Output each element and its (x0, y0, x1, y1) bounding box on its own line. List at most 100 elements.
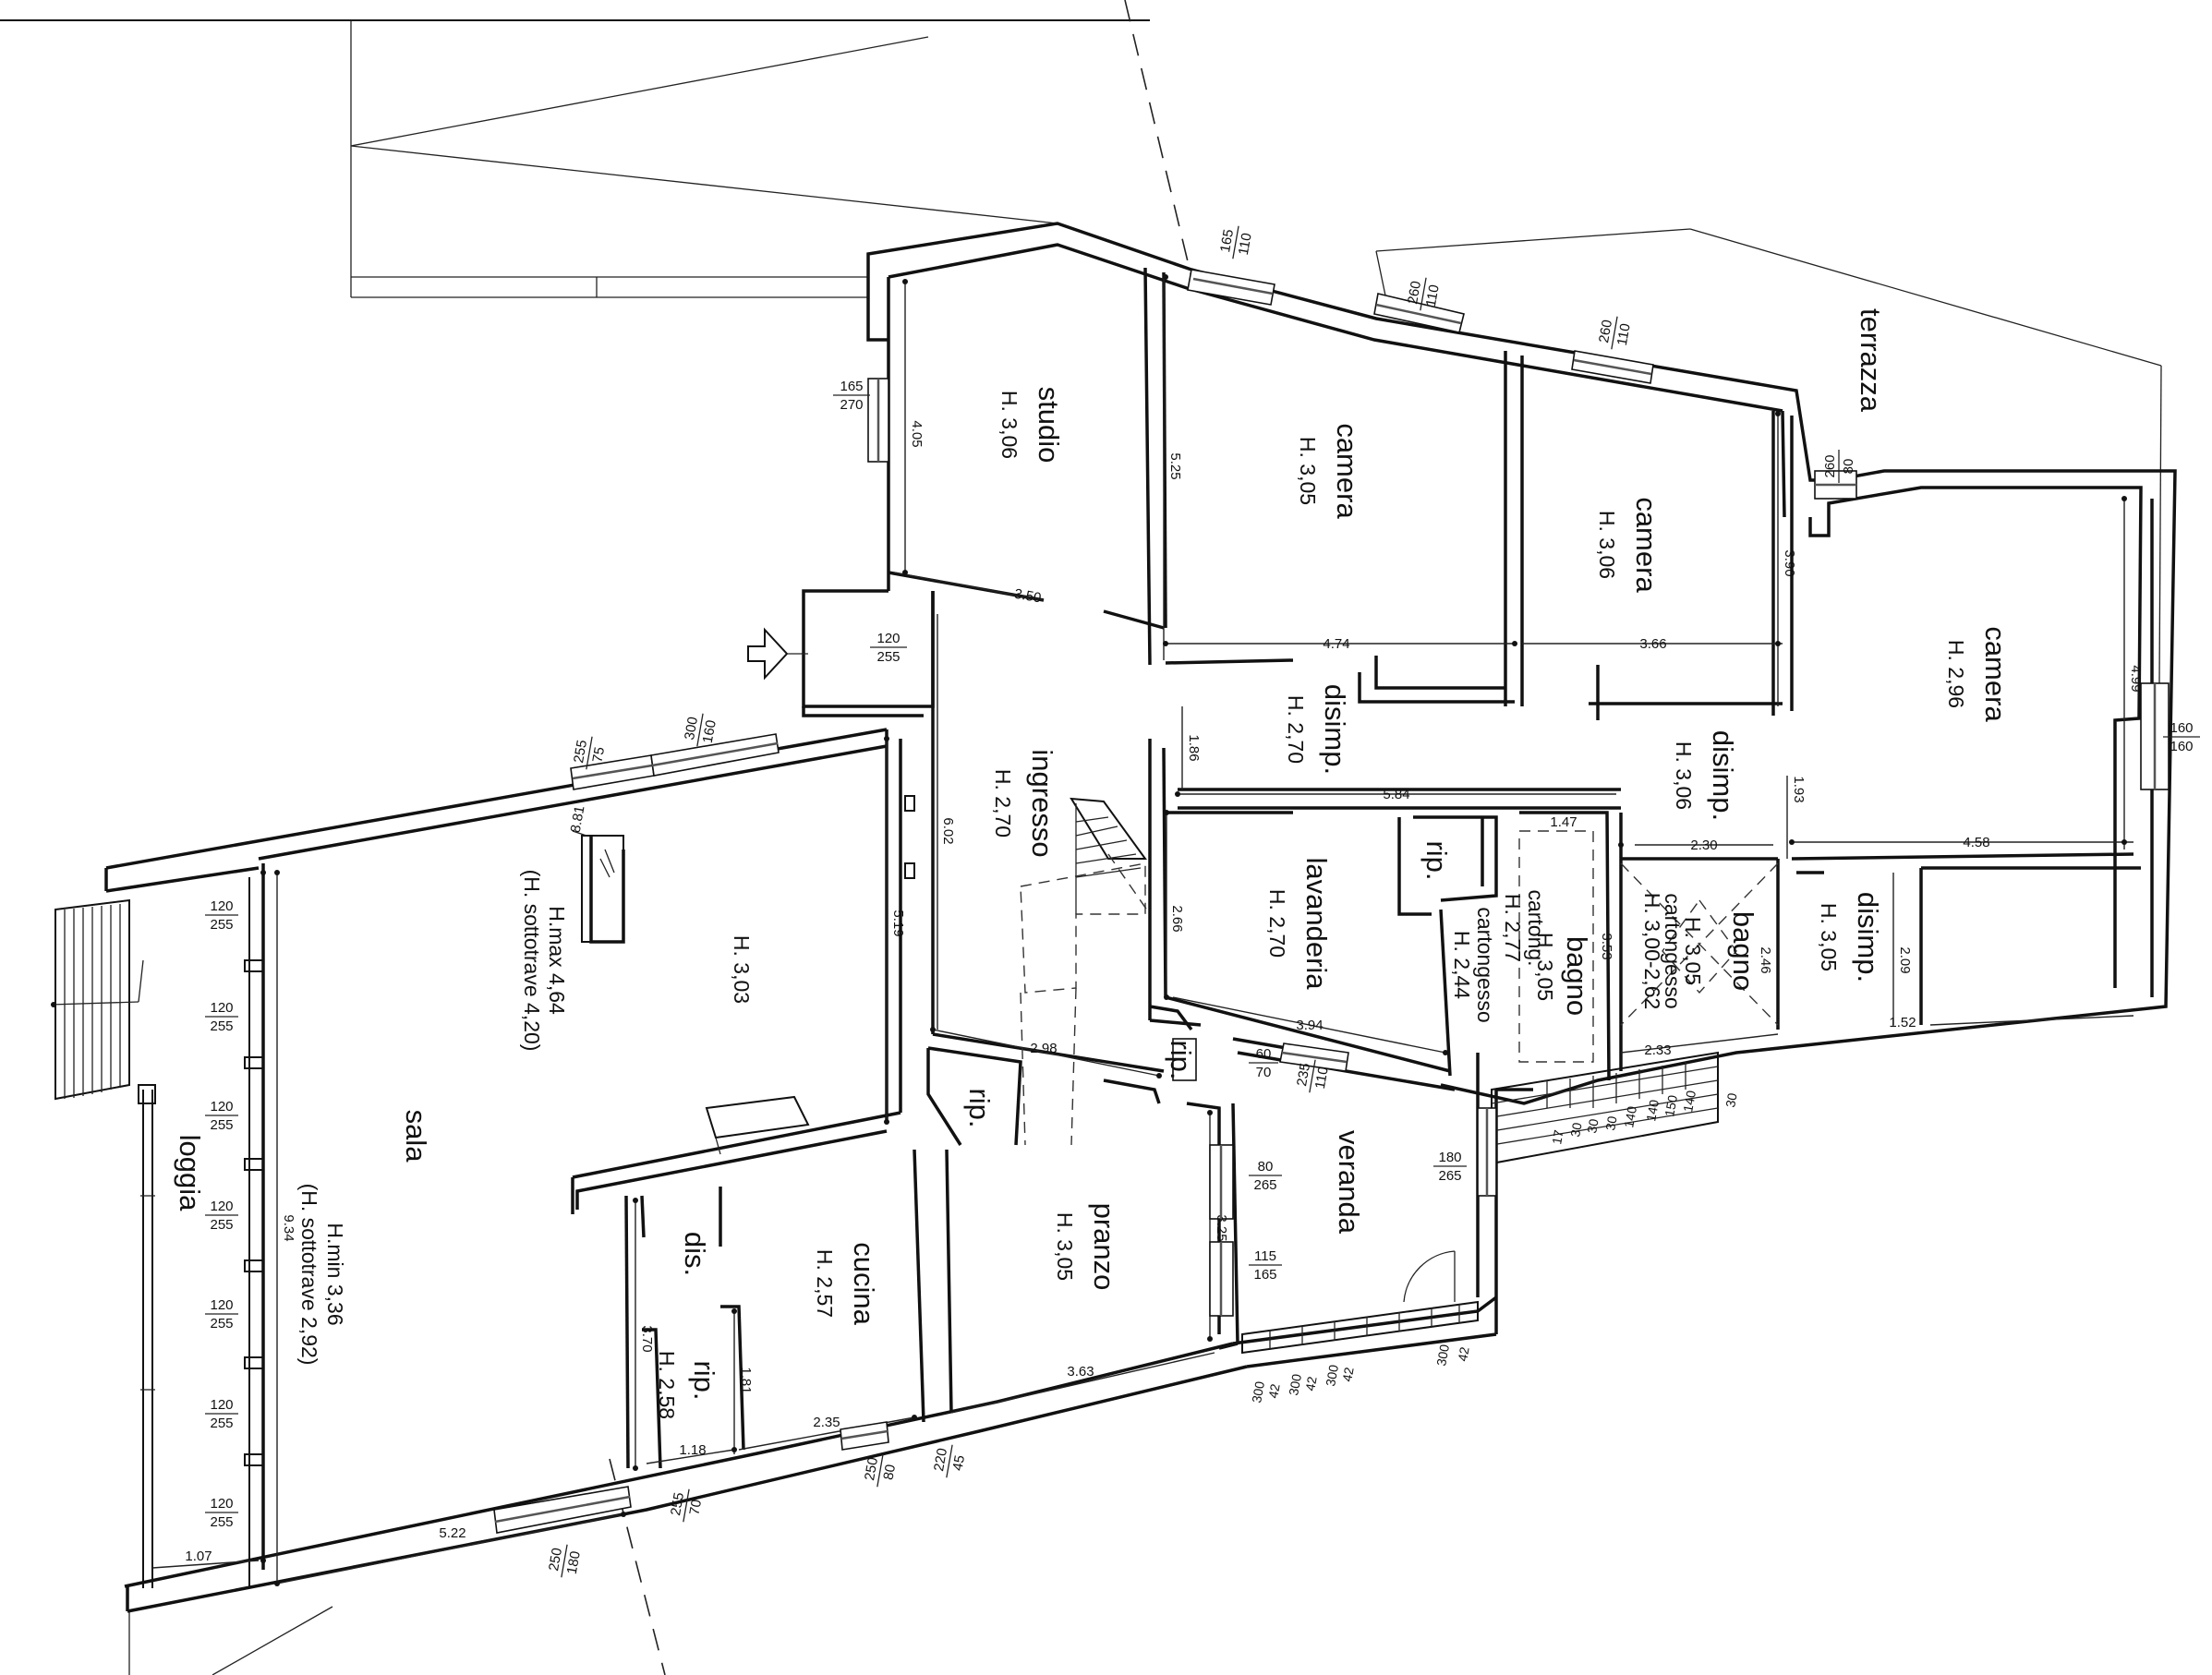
room-rip-cucina: rip. H. 2,58 (655, 1351, 720, 1419)
interior-walls (571, 267, 2141, 1469)
svg-text:235: 235 (1294, 1062, 1313, 1088)
svg-text:60: 60 (1256, 1046, 1272, 1062)
room-height: H. 3,06 (1672, 741, 1696, 810)
room-name: bagno (1561, 936, 1593, 1016)
svg-text:80: 80 (880, 1464, 899, 1481)
svg-text:42: 42 (1455, 1345, 1471, 1362)
structural-points (260, 274, 2127, 1586)
room-height: H. 3,06 (1595, 511, 1619, 579)
bagno-skylight (1620, 862, 1779, 1026)
svg-text:165: 165 (840, 379, 863, 394)
dim-label: 5.22 (439, 1525, 465, 1541)
room-height: H. 3,05 (1681, 917, 1705, 985)
loggia-columns (244, 959, 264, 1466)
svg-text:150: 150 (1662, 1094, 1680, 1118)
dim-label: 5.25 (1167, 452, 1183, 479)
bagno-dashed-area (1518, 830, 1594, 1063)
svg-text:30: 30 (1602, 1115, 1619, 1131)
room-note: cartong. (1524, 889, 1548, 966)
svg-text:255: 255 (210, 1316, 233, 1332)
room-disimp-1: disimp. H. 2,70 (1284, 684, 1351, 775)
room-name: camera (1979, 626, 2012, 722)
room-name: rip. (688, 1360, 720, 1400)
dim-label: 5.84 (1383, 787, 1409, 802)
svg-text:300: 300 (1286, 1373, 1304, 1397)
svg-text:30: 30 (1722, 1091, 1739, 1108)
svg-text:120: 120 (210, 1199, 233, 1214)
dim-label: 1.81 (738, 1367, 754, 1393)
svg-text:120: 120 (210, 1297, 233, 1313)
svg-text:255: 255 (210, 1018, 233, 1034)
svg-text:250: 250 (862, 1456, 881, 1482)
room-camera-3: camera H. 2,96 (1944, 626, 2012, 722)
dim-label: 2.66 (1169, 905, 1185, 932)
dim-label: 1.52 (1889, 1015, 1916, 1030)
room-ingresso: ingresso H. 2,70 (991, 749, 1058, 857)
svg-text:255: 255 (210, 1217, 233, 1233)
svg-text:300: 300 (1323, 1364, 1341, 1388)
room-name: disimp. (1852, 892, 1884, 982)
svg-text:160: 160 (700, 719, 719, 745)
dim-label: 1.86 (1186, 734, 1202, 761)
room-name: rip. (1165, 1040, 1197, 1079)
room-name: sala (400, 1110, 432, 1163)
room-camera-2: camera H. 3,06 (1595, 497, 1662, 593)
room-height: H. 3,00-2,62 (1640, 893, 1664, 1010)
room-height: H. 3,05 (1296, 437, 1320, 505)
dim-label: 3.70 (639, 1325, 655, 1352)
dim-label: 3.50 (1013, 586, 1043, 607)
room-height: H. 2,77 (1501, 894, 1525, 962)
svg-text:270: 270 (840, 397, 863, 413)
svg-text:120: 120 (210, 898, 233, 914)
dim-label: 8.81 (568, 804, 588, 834)
room-height-sub: (H. sottotrave 2,92) (297, 1184, 321, 1366)
svg-text:30: 30 (1584, 1117, 1601, 1134)
svg-text:255: 255 (210, 917, 233, 933)
room-height: H. 2,57 (813, 1249, 837, 1318)
walls (104, 222, 2177, 1613)
room-pranzo: pranzo H. 3,05 (1053, 1203, 1120, 1291)
svg-text:120: 120 (210, 1000, 233, 1016)
room-terrazza: terrazza (1855, 308, 1887, 413)
room-name: rip. (963, 1088, 996, 1127)
room-name: disimp. (1319, 684, 1351, 775)
svg-text:75: 75 (589, 746, 608, 764)
room-name: veranda (1333, 1130, 1365, 1235)
svg-text:255: 255 (876, 649, 900, 665)
dim-label: 1.18 (679, 1442, 706, 1458)
room-name: camera (1331, 423, 1363, 519)
svg-text:42: 42 (1265, 1382, 1282, 1399)
room-height: H. 2,44 (1450, 931, 1474, 999)
room-name: rip. (1420, 840, 1453, 880)
dim-label: 2.09 (1897, 946, 1913, 973)
svg-text:300: 300 (1433, 1344, 1452, 1368)
room-height: H. 3,05 (1817, 903, 1841, 971)
room-height: H. 2,70 (991, 769, 1015, 838)
room-name: bagno (1727, 911, 1759, 991)
svg-text:160: 160 (2170, 720, 2193, 736)
room-note: cartongesso (1473, 907, 1497, 1022)
room-height: H. 3,03 (730, 935, 754, 1004)
dim-label: 4.74 (1323, 636, 1349, 652)
room-name: lavanderia (1300, 857, 1333, 990)
dim-label: 4.58 (1963, 835, 1989, 850)
svg-text:260: 260 (1405, 280, 1424, 306)
interior-stair (904, 795, 1151, 1146)
svg-text:180: 180 (1438, 1150, 1461, 1165)
room-name: dis. (679, 1232, 711, 1276)
dim-label: 3.90 (1782, 549, 1797, 576)
room-name: cucina (848, 1242, 880, 1325)
svg-text:300: 300 (682, 716, 701, 741)
entrance-arrow-icon (747, 627, 808, 681)
room-rip-lavanderia: rip. (1420, 840, 1453, 880)
dim-label: 6.02 (940, 817, 956, 844)
svg-text:70: 70 (686, 1499, 705, 1516)
dim-label: 3.94 (1296, 1018, 1323, 1033)
dim-label: 2.35 (813, 1415, 840, 1430)
svg-text:120: 120 (210, 1397, 233, 1413)
room-name: terrazza (1855, 308, 1887, 413)
svg-text:250: 250 (546, 1547, 565, 1573)
windows (493, 269, 2170, 1534)
opening-labels: 165 110 260 110 260 110 260 80 165 270 1… (205, 225, 2200, 1578)
